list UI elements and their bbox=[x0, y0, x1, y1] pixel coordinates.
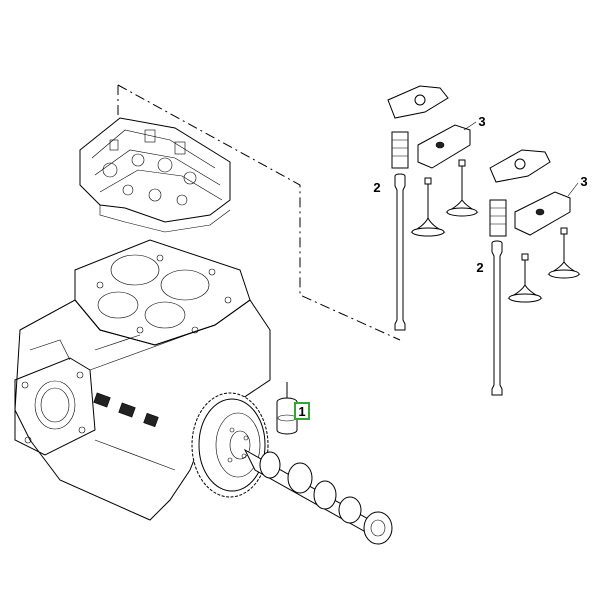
tappet bbox=[276, 382, 298, 435]
cylinder-block bbox=[14, 239, 271, 521]
item-3-left-label: 3 bbox=[478, 114, 485, 129]
item-1-label: 1 bbox=[298, 404, 305, 419]
rocker-arm-left bbox=[387, 85, 479, 237]
item-2-left-label: 2 bbox=[373, 180, 380, 195]
cylinder-head bbox=[79, 117, 231, 233]
item-3-right-label: 3 bbox=[580, 174, 587, 189]
pushrod-right bbox=[491, 240, 503, 396]
pushrod-left bbox=[394, 173, 406, 331]
camshaft-gear bbox=[191, 392, 269, 498]
camshaft bbox=[243, 448, 393, 545]
rocker-arm-right bbox=[489, 149, 581, 303]
item-1-highlight-box bbox=[294, 402, 310, 420]
callout-item-1: 1 bbox=[294, 402, 310, 420]
item-2-right-label: 2 bbox=[476, 260, 483, 275]
